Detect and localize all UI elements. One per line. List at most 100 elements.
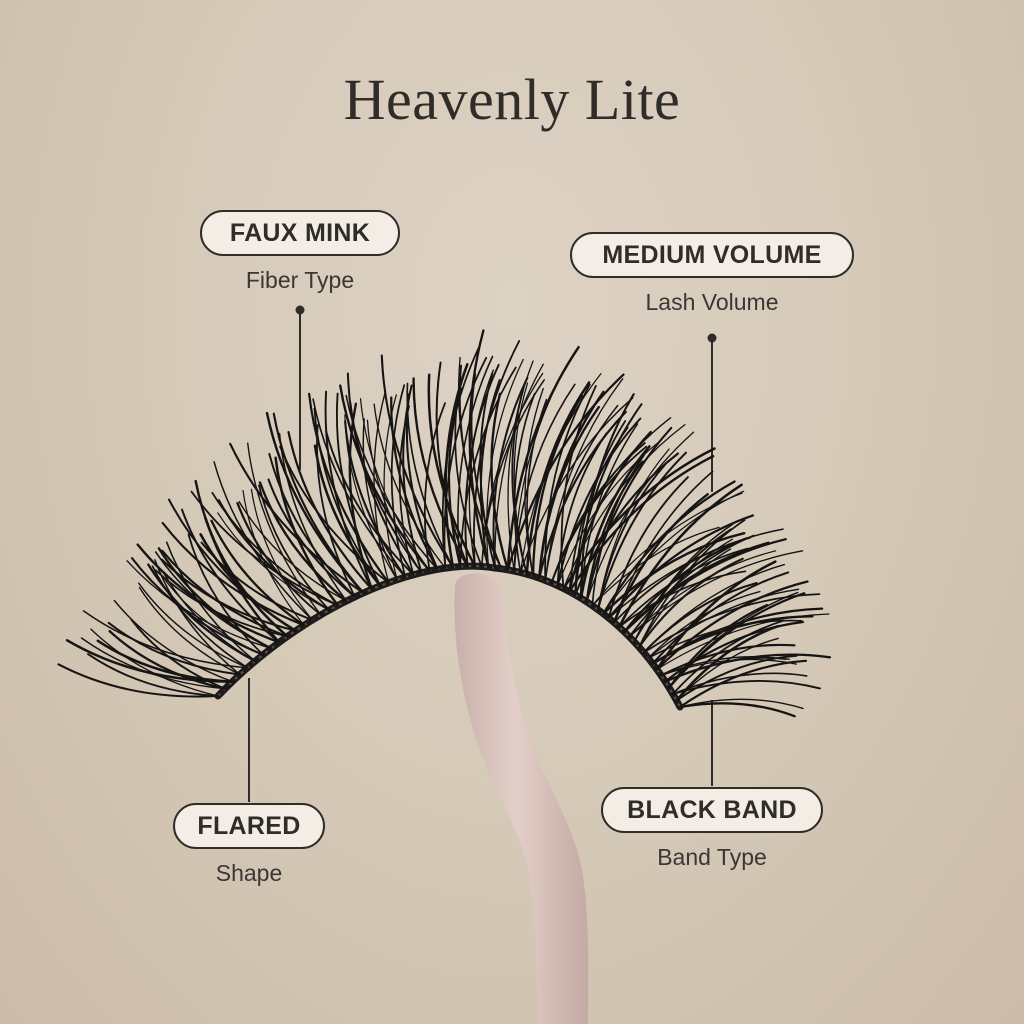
lash-hair (167, 498, 297, 632)
lash-hair (362, 418, 398, 581)
lash-hair (628, 550, 804, 638)
lash-hair (531, 394, 583, 578)
lash-hair (597, 448, 670, 611)
lash-hair (602, 531, 746, 615)
lash-hair (267, 478, 356, 598)
lash-hair (87, 653, 219, 697)
lash-hair (312, 398, 407, 578)
lash-hair (268, 452, 356, 598)
feature-lash-volume: MEDIUM VOLUME Lash Volume (570, 232, 854, 316)
lash-hair (194, 479, 281, 644)
lash-hair (137, 582, 249, 669)
lash-hair (151, 565, 249, 669)
lash-hair (538, 405, 600, 580)
lash-hair (642, 563, 786, 654)
lash-hair (651, 571, 790, 665)
feature-fiber-type: FAUX MINK Fiber Type (200, 210, 400, 294)
lash-hair (612, 493, 709, 624)
lash-hair (668, 592, 806, 689)
lash-hair (366, 419, 423, 574)
lash-hair (90, 628, 219, 697)
lash-hair (470, 373, 503, 570)
lash-hair (126, 560, 272, 650)
lash-hair (585, 460, 644, 603)
lash-hair (579, 393, 635, 600)
lash-hair (373, 390, 390, 584)
lash-hair (468, 329, 490, 569)
lash-hair (313, 444, 382, 588)
false-lash-image (57, 329, 832, 718)
lash-hair (655, 560, 777, 671)
lash-hair (618, 547, 749, 628)
lash-hair (279, 445, 390, 584)
connector-lines (248, 305, 717, 802)
lash-hair (412, 377, 469, 568)
lash-hair (591, 526, 720, 607)
lash-hair (457, 356, 503, 570)
feature-shape: FLARED Shape (173, 803, 325, 887)
lash-hair (200, 541, 314, 621)
lash-hair (544, 404, 619, 582)
lash-hair (161, 521, 306, 627)
lash-hair (480, 379, 501, 569)
lash-hair (345, 394, 439, 571)
lash-hair (390, 396, 439, 571)
lash-hair (165, 541, 256, 662)
lash-hair (544, 378, 624, 582)
lash-hair (623, 538, 787, 634)
lash-hair (265, 411, 365, 595)
lash-hair (675, 637, 779, 702)
lash-hair (490, 392, 509, 571)
lash-hair (568, 430, 652, 593)
lash-hair (229, 442, 365, 594)
lash-hair (136, 543, 281, 644)
lash-hair (217, 512, 330, 611)
lash-hair (236, 502, 322, 616)
lash-hair (160, 558, 297, 632)
lash-hair (656, 613, 830, 671)
product-title: Heavenly Lite (343, 67, 681, 132)
lash-hair (473, 340, 521, 568)
lash-hair (344, 420, 407, 579)
lash-hair (671, 679, 821, 695)
lash-hair (560, 385, 597, 590)
lash-hair (602, 490, 745, 615)
lash-hair (647, 588, 800, 659)
lash-hair (580, 423, 639, 599)
lash-hair (211, 491, 339, 607)
lash-hair (678, 659, 808, 709)
lash-hair (96, 639, 234, 683)
lash-hair (380, 354, 454, 569)
lash-hair (107, 621, 241, 676)
lash-hair (668, 603, 769, 689)
lash-hair (663, 653, 832, 683)
lash-hair (346, 372, 415, 576)
shape-badge: FLARED (173, 803, 325, 849)
lash-hair (190, 490, 339, 607)
lash-hair (238, 500, 348, 602)
lash-hair (359, 398, 431, 572)
lash-hair (154, 569, 289, 638)
lash-hair (113, 599, 234, 683)
lash-hair (579, 445, 651, 600)
lash-hair (454, 387, 483, 568)
lash-hair (443, 356, 488, 569)
lash-volume-caption: Lash Volume (645, 289, 779, 315)
lash-hair (316, 424, 356, 598)
lash-hair (638, 519, 746, 649)
lash-hair (675, 624, 780, 702)
lash-hair (57, 663, 220, 698)
lash-hair (607, 476, 689, 619)
lash-hair (435, 361, 469, 568)
lash-hair (339, 384, 431, 572)
lash-hair (637, 557, 744, 649)
lash-hair (373, 403, 446, 569)
lash-hair (513, 382, 529, 575)
lash-hair (655, 580, 809, 671)
lash-hair (406, 382, 454, 568)
lash-hair (633, 528, 732, 643)
band-type-badge: BLACK BAND (601, 787, 823, 833)
lash-hair (623, 537, 748, 634)
lash-hair (524, 387, 544, 577)
